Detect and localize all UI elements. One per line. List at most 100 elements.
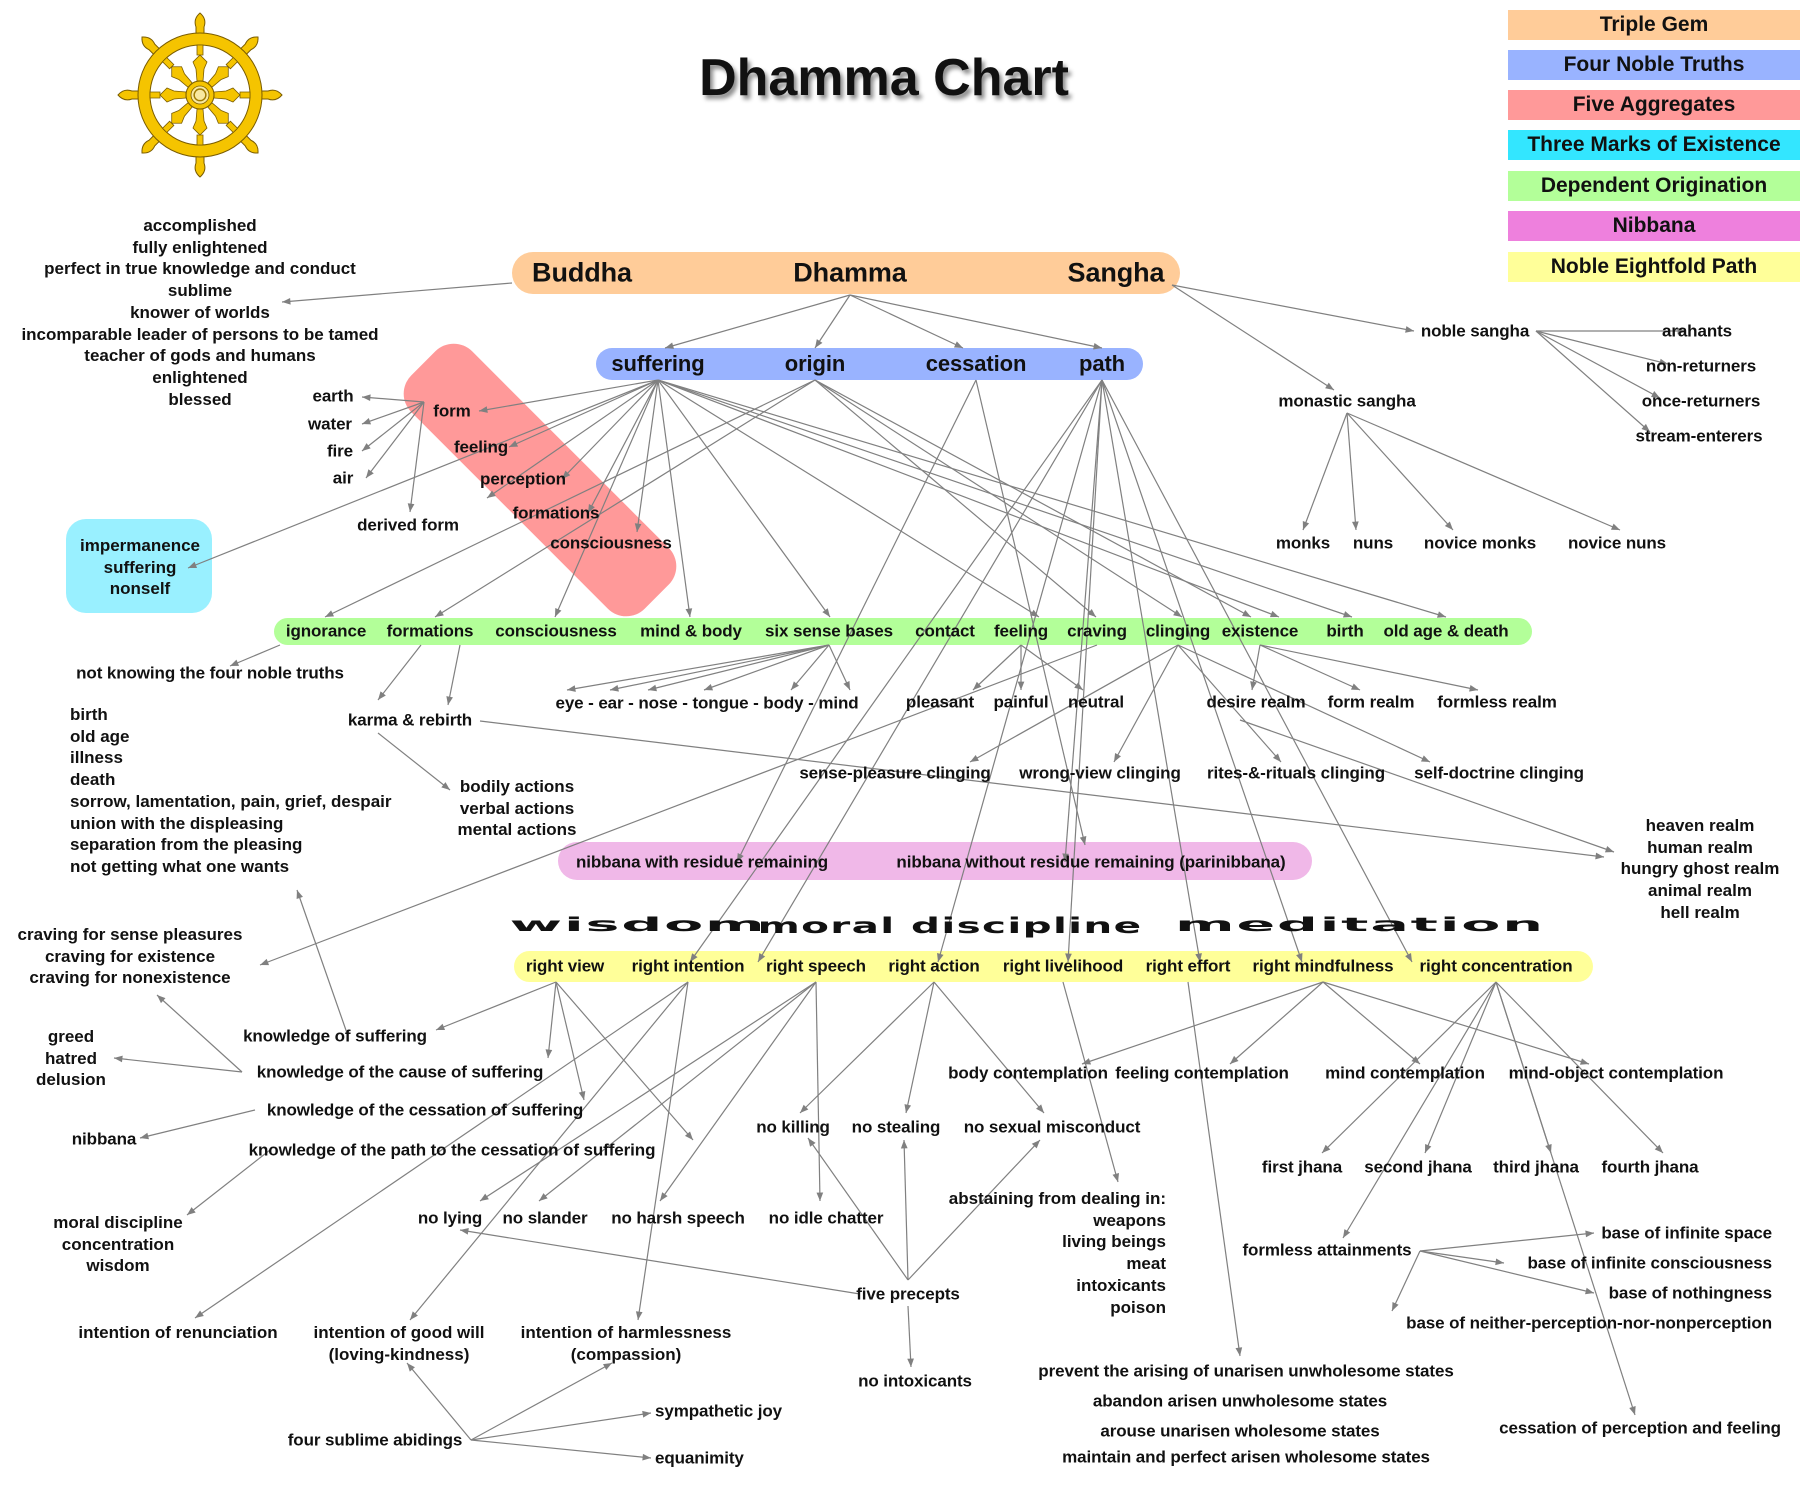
node-suffering[interactable]: suffering xyxy=(611,351,705,376)
node-knowledge-cause[interactable]: knowledge of the cause of suffering xyxy=(256,1062,544,1082)
node-consciousness-aggregate[interactable]: consciousness xyxy=(550,533,672,553)
node-stream-enterers[interactable]: stream-enterers xyxy=(1635,426,1763,446)
node-sympathetic-joy[interactable]: sympathetic joy xyxy=(655,1401,782,1421)
path-right-livelihood[interactable]: right livelihood xyxy=(1002,956,1124,976)
node-novice-nuns[interactable]: novice nuns xyxy=(1567,533,1667,553)
nibbana-without-residue[interactable]: nibbana without residue remaining (parin… xyxy=(896,852,1286,872)
node-painful[interactable]: painful xyxy=(993,692,1049,712)
node-base-neither[interactable]: base of neither-perception-nor-nonpercep… xyxy=(1406,1313,1772,1333)
node-fire[interactable]: fire xyxy=(326,441,354,461)
node-water[interactable]: water xyxy=(308,414,352,434)
node-nibbana[interactable]: nibbana xyxy=(71,1129,137,1149)
do-birth[interactable]: birth xyxy=(1326,621,1364,641)
do-formations[interactable]: formations xyxy=(386,621,474,641)
node-form-realm[interactable]: form realm xyxy=(1327,692,1415,712)
node-sense-pleasure-clinging[interactable]: sense-pleasure clinging xyxy=(799,763,991,783)
do-consciousness[interactable]: consciousness xyxy=(495,621,617,641)
node-no-sexual-misconduct[interactable]: no sexual misconduct xyxy=(963,1117,1141,1137)
node-formless-attainments[interactable]: formless attainments xyxy=(1242,1240,1412,1260)
node-third-jhana[interactable]: third jhana xyxy=(1493,1157,1579,1177)
node-first-jhana[interactable]: first jhana xyxy=(1261,1157,1343,1177)
node-fourth-jhana[interactable]: fourth jhana xyxy=(1601,1157,1699,1177)
node-no-killing[interactable]: no killing xyxy=(756,1117,830,1137)
node-no-stealing[interactable]: no stealing xyxy=(851,1117,941,1137)
node-no-lying[interactable]: no lying xyxy=(417,1208,483,1228)
node-no-intoxicants[interactable]: no intoxicants xyxy=(858,1371,972,1391)
do-clinging[interactable]: clinging xyxy=(1145,621,1211,641)
node-not-knowing[interactable]: not knowing the four noble truths xyxy=(76,663,344,683)
node-base-infinite-space[interactable]: base of infinite space xyxy=(1601,1223,1772,1243)
node-path[interactable]: path xyxy=(1078,351,1126,376)
three-marks[interactable]: impermanence suffering nonself xyxy=(80,536,200,599)
node-formless-realm[interactable]: formless realm xyxy=(1437,692,1557,712)
node-knowledge-cessation[interactable]: knowledge of the cessation of suffering xyxy=(266,1100,584,1120)
path-right-intention[interactable]: right intention xyxy=(631,956,745,976)
node-effort-abandon[interactable]: abandon arisen unwholesome states xyxy=(1092,1391,1388,1411)
node-rites-rituals-clinging[interactable]: rites-&-rituals clinging xyxy=(1206,763,1386,783)
do-mind-body[interactable]: mind & body xyxy=(640,621,742,641)
node-nuns[interactable]: nuns xyxy=(1352,533,1394,553)
node-buddha[interactable]: Buddha xyxy=(532,257,632,288)
path-right-view[interactable]: right view xyxy=(525,956,605,976)
nibbana-with-residue[interactable]: nibbana with residue remaining xyxy=(575,852,829,872)
node-pleasant[interactable]: pleasant xyxy=(905,692,975,712)
node-mind-object-contemplation[interactable]: mind-object contemplation xyxy=(1508,1063,1724,1083)
node-no-harsh-speech[interactable]: no harsh speech xyxy=(611,1208,745,1228)
node-arahants[interactable]: arahants xyxy=(1661,321,1733,341)
do-craving[interactable]: craving xyxy=(1067,621,1127,641)
node-base-infinite-consciousness[interactable]: base of infinite consciousness xyxy=(1527,1253,1772,1273)
node-noble-sangha[interactable]: noble sangha xyxy=(1420,321,1530,341)
do-existence[interactable]: existence xyxy=(1221,621,1299,641)
node-air[interactable]: air xyxy=(332,468,354,488)
node-effort-arouse[interactable]: arouse unarisen wholesome states xyxy=(1100,1421,1380,1441)
node-sangha[interactable]: Sangha xyxy=(1067,257,1165,288)
node-no-idle-chatter[interactable]: no idle chatter xyxy=(768,1208,884,1228)
node-once-returners[interactable]: once-returners xyxy=(1641,391,1761,411)
do-six-sense-bases[interactable]: six sense bases xyxy=(765,621,893,641)
node-knowledge-path[interactable]: knowledge of the path to the cessation o… xyxy=(248,1140,656,1160)
node-intention-good-will[interactable]: intention of good will (loving-kindness) xyxy=(313,1323,485,1364)
node-knowledge-suffering[interactable]: knowledge of suffering xyxy=(243,1026,427,1046)
node-mind-contemplation[interactable]: mind contemplation xyxy=(1325,1063,1485,1083)
node-effort-prevent[interactable]: prevent the arising of unarisen unwholes… xyxy=(1038,1361,1454,1381)
node-sense-bases[interactable]: eye - ear - nose - tongue - body - mind xyxy=(555,693,859,713)
node-dhamma[interactable]: Dhamma xyxy=(793,257,907,288)
do-ignorance[interactable]: ignorance xyxy=(285,621,367,641)
node-five-precepts[interactable]: five precepts xyxy=(856,1284,960,1304)
node-form[interactable]: form xyxy=(433,401,471,421)
node-intention-harmlessness[interactable]: intention of harmlessness (compassion) xyxy=(520,1323,732,1364)
node-monks[interactable]: monks xyxy=(1275,533,1331,553)
node-feeling-contemplation[interactable]: feeling contemplation xyxy=(1115,1063,1289,1083)
node-earth[interactable]: earth xyxy=(312,386,354,406)
path-right-effort[interactable]: right effort xyxy=(1145,956,1231,976)
node-non-returners[interactable]: non-returners xyxy=(1645,356,1757,376)
node-monastic-sangha[interactable]: monastic sangha xyxy=(1278,391,1416,411)
node-desire-realm[interactable]: desire realm xyxy=(1206,692,1306,712)
node-effort-maintain[interactable]: maintain and perfect arisen wholesome st… xyxy=(1062,1447,1430,1467)
node-second-jhana[interactable]: second jhana xyxy=(1364,1157,1472,1177)
node-base-nothingness[interactable]: base of nothingness xyxy=(1608,1283,1773,1303)
path-right-speech[interactable]: right speech xyxy=(766,956,866,976)
node-derived-form[interactable]: derived form xyxy=(357,515,459,535)
node-wrong-view-clinging[interactable]: wrong-view clinging xyxy=(1019,763,1181,783)
node-origin[interactable]: origin xyxy=(784,351,846,376)
node-karma-rebirth[interactable]: karma & rebirth xyxy=(347,710,473,730)
node-four-sublime-abidings[interactable]: four sublime abidings xyxy=(287,1430,463,1450)
do-contact[interactable]: contact xyxy=(915,621,975,641)
node-equanimity[interactable]: equanimity xyxy=(655,1448,744,1468)
node-perception[interactable]: perception xyxy=(480,469,566,489)
node-body-contemplation[interactable]: body contemplation xyxy=(948,1063,1108,1083)
node-cessation[interactable]: cessation xyxy=(925,351,1027,376)
node-intention-renunciation[interactable]: intention of renunciation xyxy=(78,1323,278,1342)
node-no-slander[interactable]: no slander xyxy=(502,1208,588,1228)
path-right-action[interactable]: right action xyxy=(888,956,980,976)
do-old-age-death[interactable]: old age & death xyxy=(1383,621,1509,641)
node-cessation-perception-feeling[interactable]: cessation of perception and feeling xyxy=(1499,1418,1781,1438)
path-right-concentration[interactable]: right concentration xyxy=(1419,956,1573,976)
node-formations-aggregate[interactable]: formations xyxy=(512,503,600,523)
path-right-mindfulness[interactable]: right mindfulness xyxy=(1252,956,1394,976)
node-feeling-aggregate[interactable]: feeling xyxy=(453,437,509,457)
do-feeling[interactable]: feeling xyxy=(993,621,1049,641)
node-self-doctrine-clinging[interactable]: self-doctrine clinging xyxy=(1414,763,1584,783)
node-novice-monks[interactable]: novice monks xyxy=(1423,533,1537,553)
